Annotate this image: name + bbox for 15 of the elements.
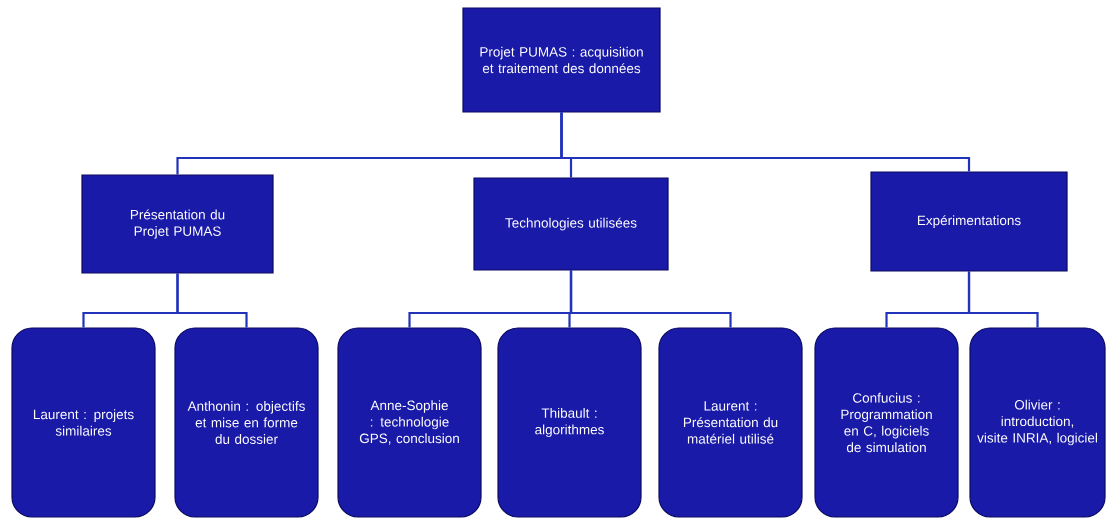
connector-line [569, 270, 732, 328]
category-box: Présentation du Projet PUMAS [81, 174, 274, 274]
person-box: Olivier : introduction, visite INRIA, logiciel [969, 327, 1106, 518]
person-box: Laurent : projets similaires [11, 327, 156, 518]
person-box: Thibault : algorithmes [497, 327, 642, 518]
connector-line [560, 112, 971, 172]
connector-line [176, 273, 248, 328]
person-box: Anthonin : objectifs et mise en forme du dossier [174, 327, 319, 518]
category-box: Technologies utilisées [473, 177, 669, 271]
person-box: Laurent : Présentation du matériel utilisé [658, 327, 803, 518]
category-box: Expérimentations [870, 171, 1068, 272]
connector-line [967, 271, 1039, 328]
person-box: Anne-Sophie : technologie GPS, conclusion [337, 327, 482, 518]
person-box: Confucius : Programmation en C, logiciels de simulation [814, 327, 959, 518]
title-box: Projet PUMAS : acquisition et traitement des données [462, 7, 661, 113]
